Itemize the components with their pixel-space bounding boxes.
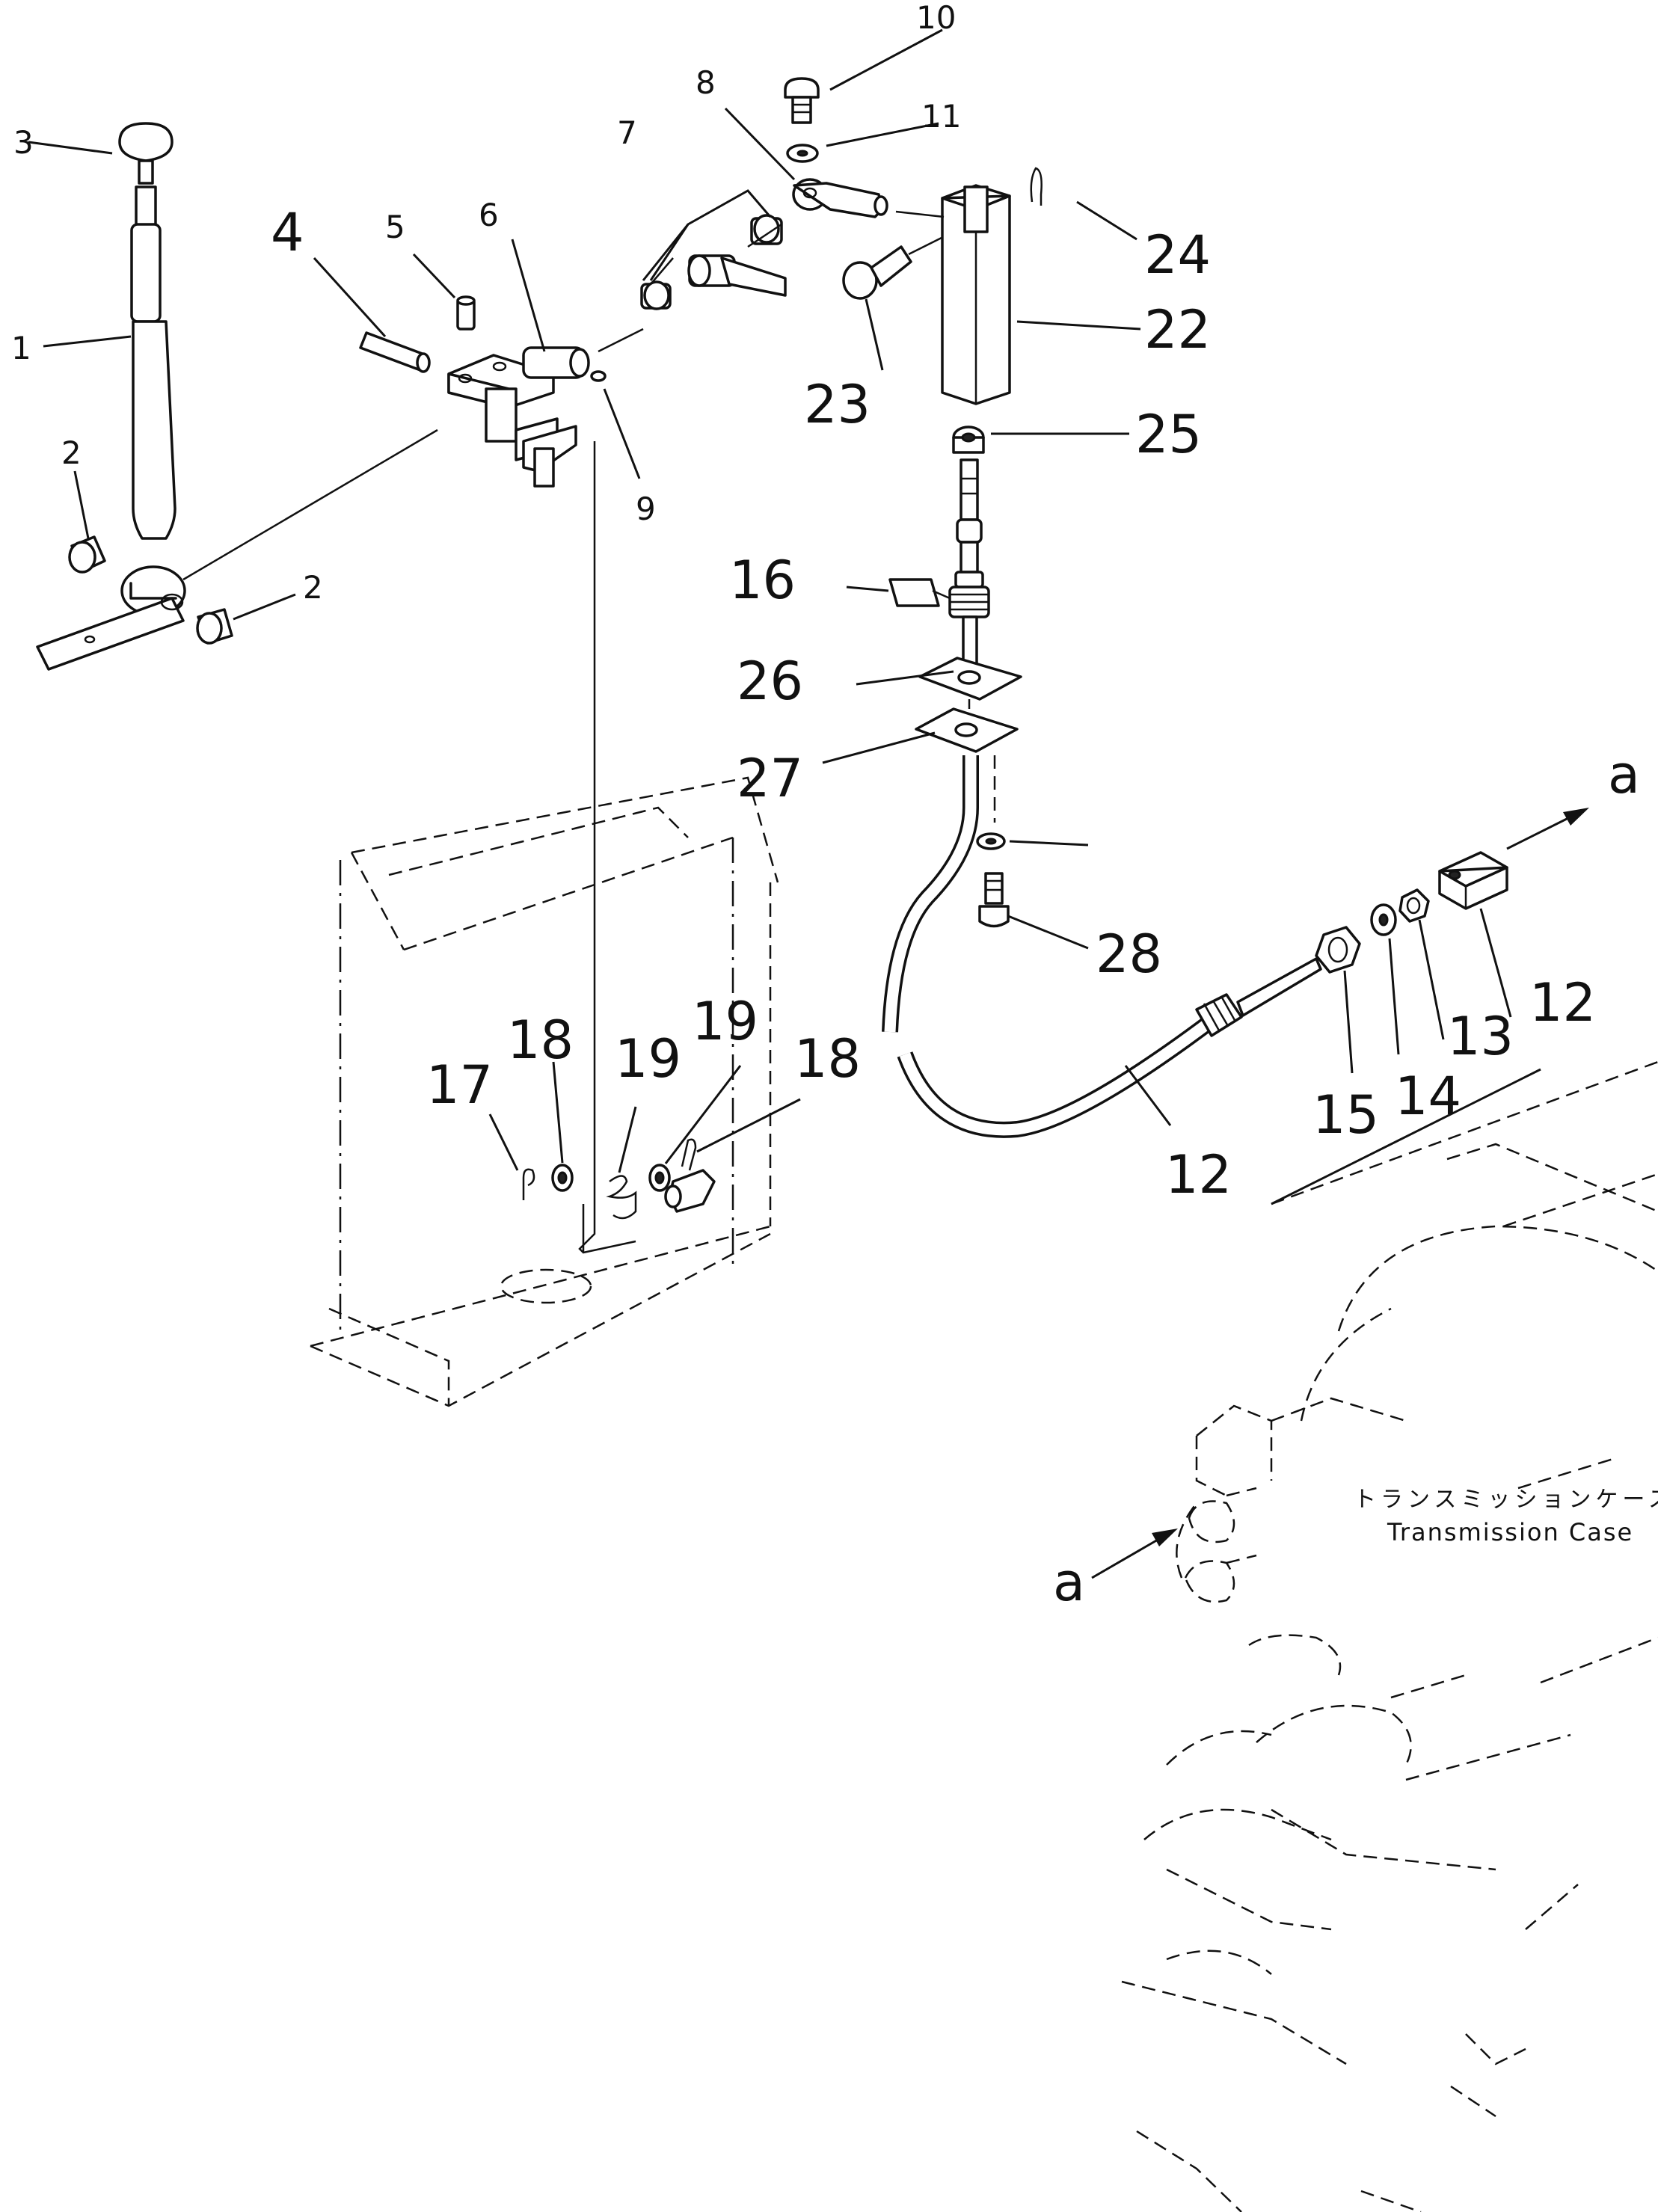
callout-17: 16 [729,550,796,611]
callout-5: 5 [385,209,405,245]
transmission-case-label-en: Transmission Case [1387,1518,1633,1546]
callout-8: 8 [696,64,716,101]
console-housing [310,776,779,1407]
nut-16 [1315,926,1361,974]
callout-25: 26 [737,651,803,712]
callout-13: 12 [1529,972,1596,1033]
callout-19: 18 [507,1010,574,1071]
callout-1: 1 [11,330,31,366]
transmission-case [1121,1060,1658,2212]
bushing-left [68,535,106,574]
callout-16: 15 [1312,1084,1379,1146]
key-9 [590,370,607,382]
pin-23 [1030,167,1043,206]
nut-24 [952,425,985,454]
callout-15: 14 [1395,1066,1461,1127]
callout-2: 2 [61,434,82,471]
bushing-right [196,608,233,645]
lever-7 [687,254,787,297]
callout-19: 19 [692,991,758,1052]
control-cable-12 [882,755,1322,1138]
callout-11: 11 [921,98,961,135]
leader-lines [28,28,1541,1205]
arrow-a-top [1506,808,1589,850]
link-8 [792,178,888,218]
callout-18: 18 [794,1028,861,1090]
callout-23: 24 [1144,224,1211,286]
callout-2: 2 [303,569,323,606]
washer-15 [1370,903,1397,936]
callout-24: 25 [1135,404,1202,465]
plate-26 [915,707,1019,753]
arrow-a-bottom [1091,1529,1178,1579]
callout-27: 28 [1096,924,1162,985]
collar-7b [750,214,783,245]
plate-25 [918,657,1022,701]
callout-18: 17 [426,1054,493,1116]
connector-a-top: a [1608,744,1640,805]
nut-14 [1398,888,1430,923]
pin-18-right [681,1138,697,1171]
bolt-22 [842,245,912,300]
callout-12: 12 [1165,1144,1232,1205]
callout-20: 19 [615,1028,681,1090]
washer-28 [976,832,1006,850]
washer-19-left [551,1164,574,1192]
pin-5 [456,295,476,331]
bolt-10 [784,77,820,124]
callout-9: 9 [636,491,656,527]
transmission-case-label-jp: トランスミッションケース [1354,1487,1658,1513]
pin-18-left [522,1168,535,1200]
bracket-6 [447,346,590,488]
callout-labels: 3 1 2 2 4 5 6 7 8 9 10 11 24 22 23 25 16… [11,0,1596,1205]
shift-lever [36,122,186,671]
clevis-13 [1438,851,1508,910]
callout-26: 27 [737,748,803,809]
callout-10: 10 [916,0,956,36]
connector-a-bottom: a [1053,1552,1085,1613]
pin-4 [359,331,431,373]
boot-21 [895,184,1011,405]
callout-21: 22 [1144,299,1211,360]
callout-6: 6 [479,197,499,233]
pivot-block [664,1169,716,1213]
callout-14: 13 [1447,1006,1514,1067]
cable-rod-17 [888,458,990,689]
bolt-27 [978,872,1010,928]
callout-4: 4 [271,202,304,263]
callout-22: 23 [804,374,871,435]
washer-19-right [648,1164,671,1192]
callout-7: 7 [617,114,637,151]
spring-20 [606,1175,637,1220]
callout-3: 3 [13,124,34,161]
collar-7a [640,280,672,310]
washer-11 [786,144,819,163]
